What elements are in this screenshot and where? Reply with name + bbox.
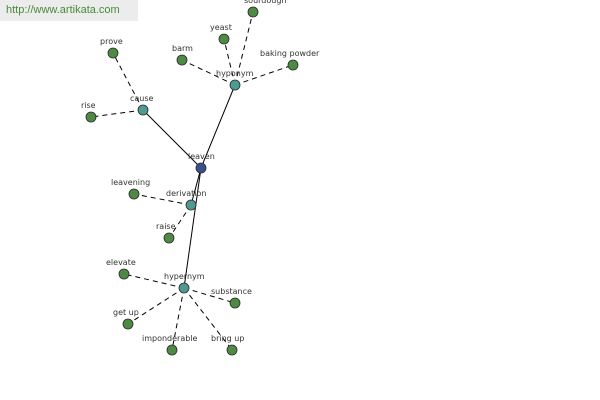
node-label-get-up: get up xyxy=(113,308,139,317)
node-dot-raise[interactable] xyxy=(163,232,175,244)
node-derivation[interactable]: derivation xyxy=(166,189,206,211)
edge-derivation-leavening xyxy=(133,193,192,206)
edge-hyponym-barm xyxy=(181,59,236,86)
node-dot-elevate[interactable] xyxy=(118,268,130,280)
node-dot-bring-up[interactable] xyxy=(226,344,238,356)
node-get-up[interactable]: get up xyxy=(113,308,139,330)
edge-hypernym-imponderable xyxy=(171,287,185,351)
node-label-imponderable: imponderable xyxy=(142,334,198,343)
node-label-bring-up: bring up xyxy=(211,334,244,343)
node-barm[interactable]: barm xyxy=(172,44,193,66)
node-label-sourdough: sourdough xyxy=(244,0,286,5)
node-dot-leavening[interactable] xyxy=(128,188,140,200)
node-baking-powder[interactable]: baking powder xyxy=(260,49,320,71)
node-dot-prove[interactable] xyxy=(107,47,119,59)
node-sourdough[interactable]: sourdough xyxy=(244,0,286,18)
edge-hyponym-sourdough xyxy=(234,11,254,86)
node-raise[interactable]: raise xyxy=(156,222,176,244)
node-elevate[interactable]: elevate xyxy=(106,258,136,280)
nodes-layer: leaven cause hyponym derivation hypernym prov… xyxy=(81,0,320,356)
node-label-leaven: leaven xyxy=(188,152,215,161)
edge-leaven-cause xyxy=(142,109,202,169)
edge-leaven-hyponym xyxy=(200,84,236,169)
edge-leaven-derivation xyxy=(190,167,202,206)
edge-derivation-raise xyxy=(168,204,192,239)
node-dot-imponderable[interactable] xyxy=(166,344,178,356)
node-dot-rise[interactable] xyxy=(85,111,97,123)
node-label-substance: substance xyxy=(211,287,252,296)
edge-hypernym-get-up xyxy=(127,287,185,325)
edge-hyponym-baking-powder xyxy=(234,64,294,86)
node-label-hyponym: hyponym xyxy=(216,69,254,78)
node-dot-leaven[interactable] xyxy=(195,162,207,174)
edge-cause-rise xyxy=(90,109,144,118)
node-leaven[interactable]: leaven xyxy=(188,152,215,174)
node-label-hypernym: hypernym xyxy=(164,272,205,281)
node-yeast[interactable]: yeast xyxy=(210,23,232,45)
node-cause[interactable]: cause xyxy=(130,94,154,116)
edge-leaven-hypernym xyxy=(183,167,202,289)
node-bring-up[interactable]: bring up xyxy=(211,334,244,356)
node-dot-barm[interactable] xyxy=(176,54,188,66)
edge-hypernym-bring-up xyxy=(183,287,233,351)
node-dot-derivation[interactable] xyxy=(185,199,197,211)
node-label-cause: cause xyxy=(130,94,154,103)
node-dot-cause[interactable] xyxy=(137,104,149,116)
node-label-baking-powder: baking powder xyxy=(260,49,320,58)
watermark-url: http://www.artikata.com xyxy=(0,0,138,21)
edge-hypernym-elevate xyxy=(123,273,185,289)
node-label-derivation: derivation xyxy=(166,189,206,198)
node-dot-get-up[interactable] xyxy=(122,318,134,330)
node-dot-yeast[interactable] xyxy=(218,33,230,45)
node-dot-substance[interactable] xyxy=(229,297,241,309)
node-prove[interactable]: prove xyxy=(100,37,123,59)
node-imponderable[interactable]: imponderable xyxy=(142,334,198,356)
node-label-rise: rise xyxy=(81,101,96,110)
node-dot-hypernym[interactable] xyxy=(178,282,190,294)
node-substance[interactable]: substance xyxy=(211,287,252,309)
node-dot-sourdough[interactable] xyxy=(247,6,259,18)
edges-layer xyxy=(90,11,294,351)
node-label-yeast: yeast xyxy=(210,23,232,32)
node-dot-baking-powder[interactable] xyxy=(287,59,299,71)
node-leavening[interactable]: leavening xyxy=(111,178,150,200)
edge-cause-prove xyxy=(112,52,144,111)
node-label-elevate: elevate xyxy=(106,258,136,267)
edge-hyponym-yeast xyxy=(223,38,236,86)
node-label-barm: barm xyxy=(172,44,193,53)
node-dot-hyponym[interactable] xyxy=(229,79,241,91)
node-label-raise: raise xyxy=(156,222,176,231)
node-rise[interactable]: rise xyxy=(81,101,97,123)
node-hypernym[interactable]: hypernym xyxy=(164,272,205,294)
node-label-leavening: leavening xyxy=(111,178,150,187)
node-hyponym[interactable]: hyponym xyxy=(216,69,254,91)
node-label-prove: prove xyxy=(100,37,123,46)
